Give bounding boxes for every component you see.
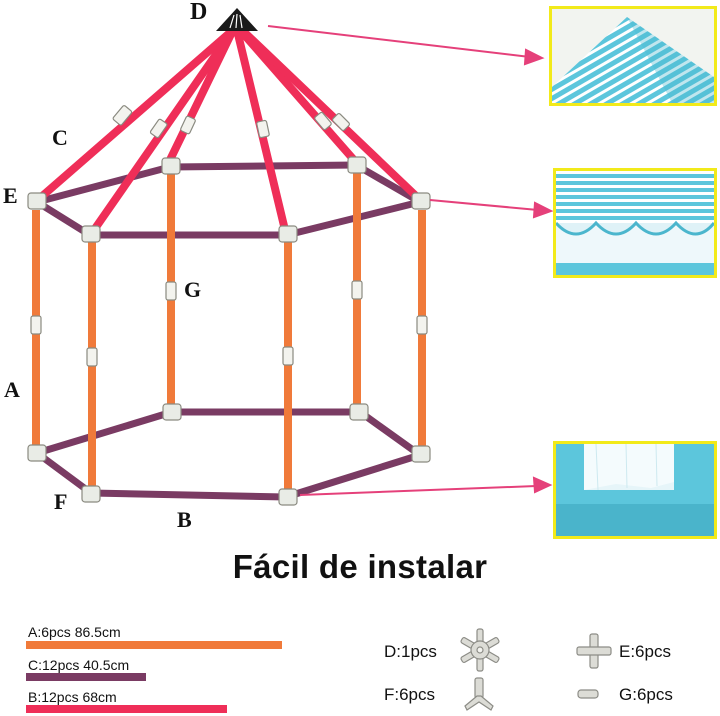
corner-connectors (27, 156, 431, 506)
apex-connector (216, 8, 258, 31)
inset-roof-peak-photo (549, 6, 717, 106)
part-d-text: D:1pcs (384, 642, 437, 661)
top-edge-fabric-image (556, 171, 714, 275)
legend-a-text: A:6pcs 86.5cm (28, 624, 121, 640)
label-c: C (52, 125, 68, 150)
pointer-arrows (267, 25, 554, 496)
inset-top-edge-photo (553, 168, 717, 278)
inset-bottom-photo (553, 441, 717, 539)
legend-c-text: C:12pcs 40.5cm (28, 657, 130, 673)
part-g-text: G:6pcs (619, 685, 673, 704)
legend-b-text: B:12pcs 68cm (28, 689, 117, 705)
cross-connector-icon (576, 633, 612, 669)
label-e: E (3, 183, 18, 208)
label-g: G (184, 277, 202, 302)
star-connector-icon (460, 628, 500, 672)
upright-poles (32, 172, 426, 490)
label-b: B (177, 507, 192, 532)
legend-a-bar (26, 641, 282, 649)
bottom-ring-poles (33, 408, 424, 501)
y-connector-icon (464, 677, 494, 711)
legend-b-bar (26, 705, 227, 713)
part-e-text: E:6pcs (619, 642, 671, 661)
bottom-fabric-image (556, 444, 714, 536)
label-a: A (4, 377, 20, 402)
page-title: Fácil de instalar (232, 548, 488, 585)
label-d: D (190, 0, 208, 25)
straight-connector-icon (577, 689, 599, 699)
part-f-text: F:6pcs (384, 685, 436, 704)
label-f: F (54, 489, 68, 514)
roof-peak-fabric-image (552, 9, 714, 103)
pole-joints (30, 105, 428, 367)
legend-c-bar (26, 673, 146, 681)
